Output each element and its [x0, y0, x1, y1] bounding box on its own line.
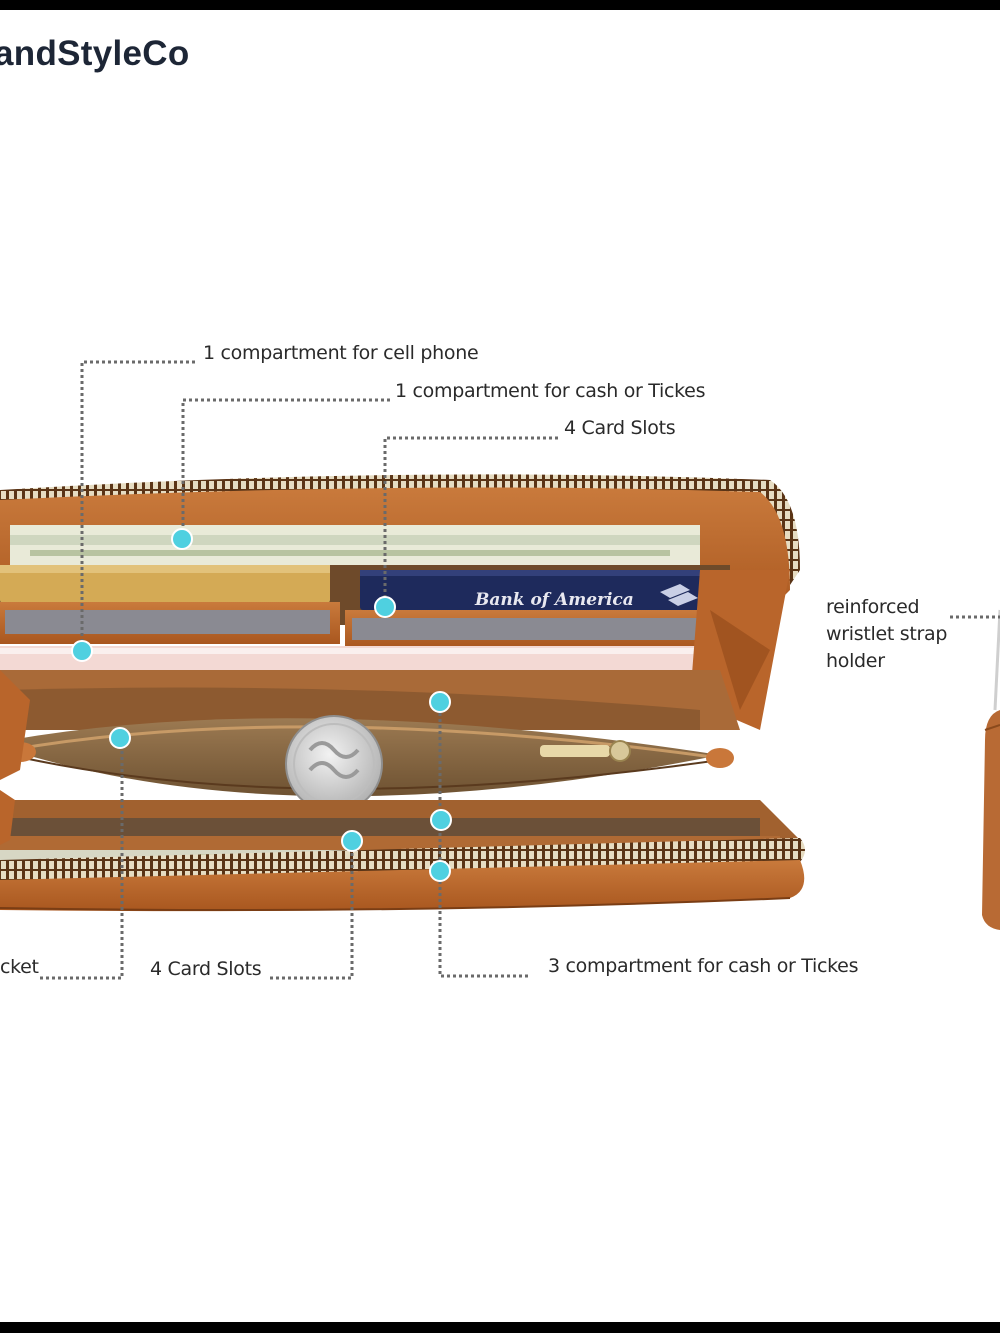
lower-compartments	[0, 800, 800, 862]
label-strap-holder: reinforced wristlet strap holder	[826, 596, 948, 672]
strap-holder-image	[982, 609, 1000, 930]
dot-cards-bottom	[341, 830, 363, 852]
card-bank: Bank of America	[360, 570, 730, 610]
card-gold	[0, 565, 330, 603]
dot-cash-3	[429, 860, 451, 882]
dot-cash-top	[171, 528, 193, 550]
dot-cards-top	[374, 596, 396, 618]
label-cell-phone: 1 compartment for cell phone	[203, 342, 479, 364]
dot-pocket	[109, 727, 131, 749]
label-cards-bottom: 4 Card Slots	[150, 958, 262, 980]
brand-name: andStyleCo	[0, 34, 190, 73]
coin	[285, 715, 383, 813]
product-image-frame: andStyleCo	[0, 10, 1000, 1322]
wallet-illustration: Bank of America	[0, 360, 1000, 980]
label-cash-bottom: 3 compartment for cash or Tickes	[548, 955, 859, 977]
label-cash-top: 1 compartment for cash or Tickes	[395, 380, 706, 402]
dot-cell-phone	[71, 640, 93, 662]
cash-bills-top	[10, 525, 700, 565]
label-cards-top: 4 Card Slots	[564, 417, 676, 439]
callout-dots	[71, 528, 452, 882]
dot-cash-1	[429, 691, 451, 713]
wallet-bottom-edge	[0, 838, 805, 912]
card-slots-top	[0, 602, 725, 648]
callout-leaders	[40, 360, 1000, 980]
label-pocket: cket	[0, 956, 39, 978]
dot-cash-2	[430, 809, 452, 831]
bank-card-text: Bank of America	[474, 590, 634, 610]
